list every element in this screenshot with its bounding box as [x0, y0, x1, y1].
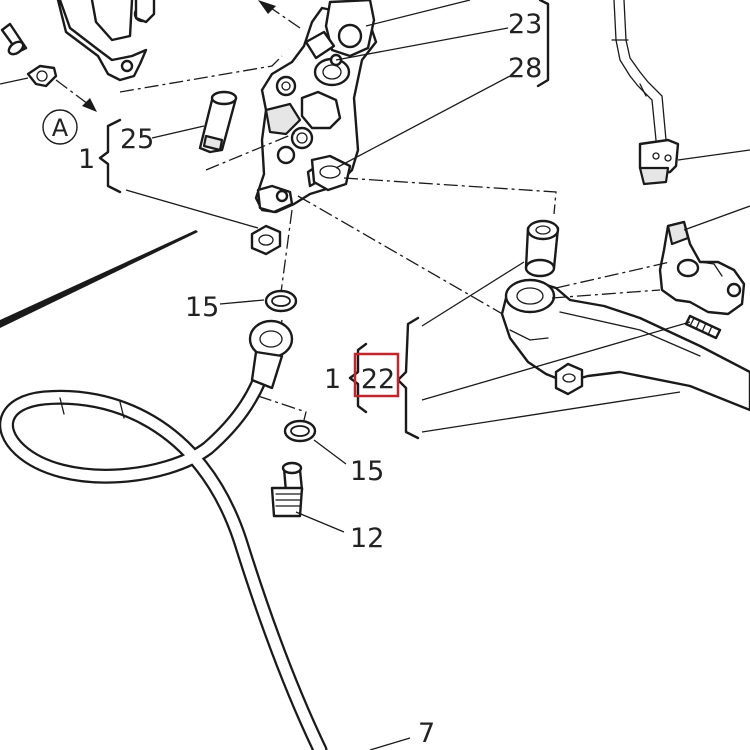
callout-15-upper: 15 [185, 292, 219, 323]
small-pin [0, 22, 28, 56]
dashdot-body-bushing [343, 177, 557, 215]
callout-1-right: 1 [324, 364, 341, 395]
brake-hose [0, 348, 328, 750]
dashdot-top-arrow [267, 5, 301, 29]
leader-23 [335, 27, 509, 61]
leader-1-nut [125, 189, 259, 229]
banjo-bolt-12 [270, 461, 304, 518]
callout-25: 25 [120, 124, 154, 155]
brace-1-right [348, 342, 368, 414]
brace-1-top [98, 118, 122, 194]
brace-23-28 [536, 0, 550, 88]
cable-wire [0, 230, 198, 328]
leader-top [365, 0, 471, 27]
master-cylinder-body [254, 6, 378, 214]
hose-banjo-end [248, 319, 294, 390]
leader-12 [295, 511, 345, 533]
adjuster-spring [684, 314, 722, 340]
brake-light-switch-wire [611, 0, 667, 141]
leader-knob [683, 205, 750, 231]
dashdot-vertical-lower [257, 395, 307, 437]
leader-switch [677, 149, 750, 161]
adjuster-knob [658, 220, 746, 316]
leader-22-spring [421, 321, 691, 401]
leader-22-lever [421, 391, 681, 433]
callout-23: 23 [508, 9, 542, 40]
callout-1-top: 1 [78, 144, 95, 175]
callout-28: 28 [508, 53, 542, 84]
pin-25 [198, 90, 238, 154]
arrow-head-clip [82, 98, 97, 112]
arrow-line-clip [55, 79, 89, 105]
washer-15-upper [264, 289, 298, 313]
dashdot-vertical-upper [279, 209, 293, 301]
brake-light-switch [638, 138, 680, 186]
callout-22-highlight-box [353, 352, 400, 398]
view-marker-a: A [42, 109, 78, 145]
mounting-bracket [56, 0, 156, 82]
leader-7 [369, 737, 411, 750]
svg-text:A: A [52, 114, 69, 142]
hex-nut [250, 224, 282, 256]
retaining-clip [0, 64, 58, 88]
dashdot-pin [205, 131, 299, 171]
callout-22[interactable]: 22 [361, 364, 395, 395]
washer-15-lower [283, 419, 317, 443]
dashdot-knob-upper [555, 261, 671, 289]
lever-nut [554, 362, 584, 396]
dashdot-bracket-line [119, 55, 283, 93]
leader-15-upper [219, 299, 265, 305]
leader-22-bushing [421, 261, 525, 327]
dashdot-body-lever [297, 195, 507, 317]
leader-25 [151, 125, 205, 139]
callout-15-lower: 15 [350, 456, 384, 487]
callout-7: 7 [418, 718, 435, 749]
dashdot-knob-lower [551, 289, 661, 299]
leader-28 [335, 75, 511, 169]
brace-22 [396, 316, 420, 440]
banjo-fitting [304, 0, 376, 67]
callout-12: 12 [350, 523, 384, 554]
pivot-bushing [524, 219, 560, 278]
leader-15-lower [313, 439, 347, 465]
arrow-head-top [258, 0, 276, 14]
